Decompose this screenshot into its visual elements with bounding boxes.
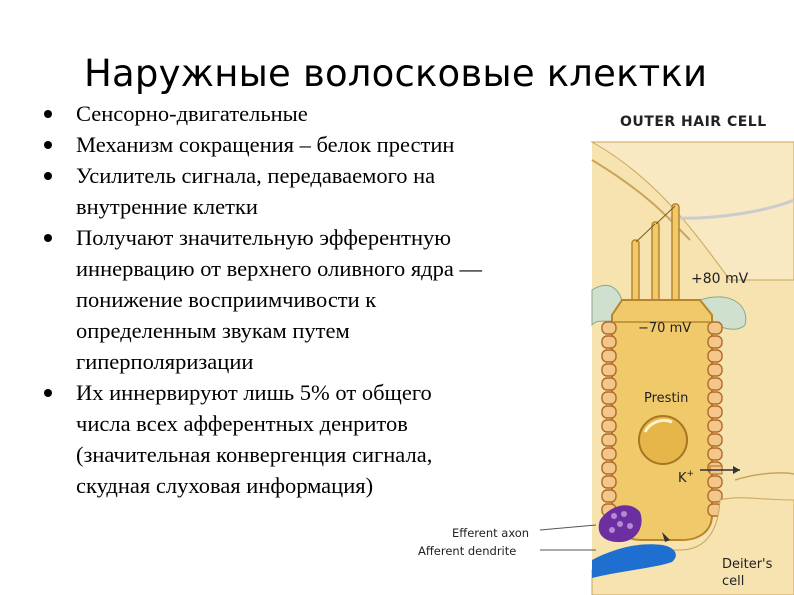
bullet-list: Сенсорно-двигательные Механизм сокращени… bbox=[44, 98, 584, 501]
label-deiters-cell: cell bbox=[722, 574, 744, 589]
afferent-dendrite bbox=[592, 544, 676, 578]
label-kplus: K+ bbox=[678, 469, 694, 486]
membrane-line bbox=[591, 159, 691, 241]
stereocilium bbox=[671, 203, 680, 303]
bullet-item: Усилитель сигнала, передаваемого на внут… bbox=[44, 160, 584, 222]
label-afferent-dendrite: Afferent dendrite bbox=[418, 544, 516, 558]
nucleus-highlight bbox=[643, 418, 673, 433]
synapse-marker bbox=[662, 532, 670, 542]
efferent-pointer bbox=[539, 524, 597, 531]
efferent-axon bbox=[598, 505, 642, 543]
label-minus70: −70 mV bbox=[638, 321, 691, 336]
bullet-line: Сенсорно-двигательные bbox=[76, 101, 308, 126]
k-channel-icon bbox=[700, 465, 740, 475]
bullet-line: Усилитель сигнала, передаваемого на bbox=[76, 163, 436, 188]
bullet-item: Получают значительную эфферентную иннерв… bbox=[44, 222, 584, 377]
deiters-boundary bbox=[734, 472, 794, 481]
bullet-line: скудная слуховая информация) bbox=[76, 473, 374, 498]
bullet-dot-icon bbox=[44, 389, 52, 397]
bullet-item: Механизм сокращения – белок престин bbox=[44, 129, 584, 160]
tip-link bbox=[635, 223, 656, 243]
bullet-dot-icon bbox=[44, 110, 52, 118]
bullet-item: Их иннервируют лишь 5% от общего числа в… bbox=[44, 377, 584, 501]
label-efferent-axon: Efferent axon bbox=[452, 526, 529, 540]
bullet-line: определенным звукам путем bbox=[76, 318, 350, 343]
outer-hair-cell-diagram: OUTER HAIR CELL bbox=[418, 114, 794, 595]
bullet-line: Получают значительную эфферентную bbox=[76, 225, 452, 250]
tectorial-membrane bbox=[669, 198, 794, 220]
slide-title: Наружные волосковые клектки bbox=[84, 52, 708, 95]
figure-header: OUTER HAIR CELL bbox=[620, 114, 767, 130]
bullet-line: числа всех афферентных денритов bbox=[76, 411, 408, 436]
bullet-line: иннервацию от верхнего оливного ядра — bbox=[76, 256, 482, 281]
bullet-line: (значительная конвергенция сигнала, bbox=[76, 442, 433, 467]
stereocilium bbox=[631, 239, 640, 303]
bullet-line: Их иннервируют лишь 5% от общего bbox=[76, 380, 432, 405]
bullet-line: понижение восприимчивости к bbox=[76, 287, 377, 312]
bullet-line: гиперполяризации bbox=[76, 349, 254, 374]
label-prestin: Prestin bbox=[644, 391, 688, 406]
tip-link bbox=[655, 205, 676, 225]
bullet-item: Сенсорно-двигательные bbox=[44, 98, 584, 129]
bullet-line: Механизм сокращения – белок престин bbox=[76, 132, 455, 157]
nucleus bbox=[638, 415, 688, 465]
label-deiters: Deiter's bbox=[722, 557, 773, 572]
tectorial-region bbox=[590, 141, 794, 281]
bullet-dot-icon bbox=[44, 141, 52, 149]
outer-hair-cell-figure: OUTER HAIR CELL bbox=[400, 100, 794, 595]
bullet-dot-icon bbox=[44, 234, 52, 242]
bullet-dot-icon bbox=[44, 172, 52, 180]
label-plus80: +80 mV bbox=[691, 271, 749, 287]
stereocilium bbox=[651, 221, 660, 303]
bullet-line: внутренние клетки bbox=[76, 194, 258, 219]
